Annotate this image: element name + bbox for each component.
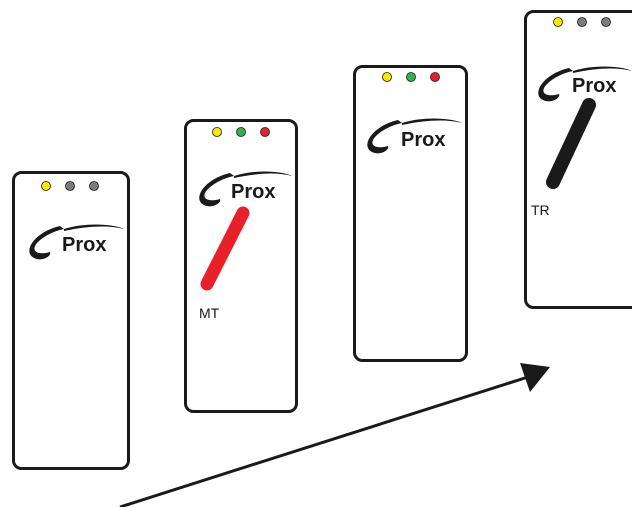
reader-4: Prox TR bbox=[524, 10, 632, 309]
card-swipe-stripe bbox=[200, 206, 250, 291]
swoosh-tail-icon bbox=[573, 66, 632, 73]
arrow-shaft bbox=[119, 375, 529, 507]
reader-3-body bbox=[353, 65, 468, 362]
swoosh-tail-icon bbox=[234, 171, 292, 178]
reader-4-led-row bbox=[553, 17, 611, 27]
card-swipe-stripe bbox=[546, 98, 596, 189]
logo-text: Prox bbox=[62, 234, 106, 256]
reader-4-body bbox=[524, 10, 632, 309]
reader-1-led-row bbox=[41, 181, 99, 191]
reader-2: Prox MT bbox=[184, 119, 298, 413]
swoosh-tail-icon bbox=[64, 224, 124, 231]
reader-4-led-2 bbox=[577, 17, 587, 27]
prox-logo: Prox bbox=[199, 171, 292, 207]
reader-1-led-1 bbox=[41, 181, 51, 191]
swoosh-icon bbox=[538, 68, 573, 102]
reader-1-body bbox=[12, 171, 130, 470]
model-label: MT bbox=[199, 305, 220, 321]
logo-text: Prox bbox=[401, 129, 445, 151]
prox-logo: Prox bbox=[367, 118, 462, 154]
reader-3-led-row bbox=[382, 72, 440, 82]
reader-3-led-2 bbox=[406, 72, 416, 82]
reader-2-led-2 bbox=[236, 127, 246, 137]
reader-4-led-3 bbox=[601, 17, 611, 27]
swoosh-icon bbox=[29, 226, 64, 260]
reader-2-body bbox=[184, 119, 298, 413]
logo-text: Prox bbox=[231, 181, 275, 203]
reader-3-led-1 bbox=[382, 72, 392, 82]
swoosh-icon bbox=[367, 120, 402, 154]
reader-2-led-row bbox=[212, 127, 270, 137]
reader-1-led-3 bbox=[89, 181, 99, 191]
reader-2-led-3 bbox=[260, 127, 270, 137]
progression-arrow bbox=[119, 363, 550, 507]
swoosh-icon bbox=[199, 173, 234, 207]
swoosh-tail-icon bbox=[402, 118, 462, 125]
reader-3: Prox bbox=[353, 65, 468, 362]
reader-4-led-1 bbox=[553, 17, 563, 27]
reader-3-led-3 bbox=[430, 72, 440, 82]
logo-text: Prox bbox=[572, 75, 616, 97]
arrowhead-icon bbox=[520, 363, 550, 392]
reader-2-led-1 bbox=[212, 127, 222, 137]
prox-logo: Prox bbox=[538, 66, 632, 102]
reader-1-led-2 bbox=[65, 181, 75, 191]
reader-1: Prox bbox=[12, 171, 130, 470]
prox-logo: Prox bbox=[29, 224, 124, 260]
model-label: TR bbox=[531, 202, 550, 218]
